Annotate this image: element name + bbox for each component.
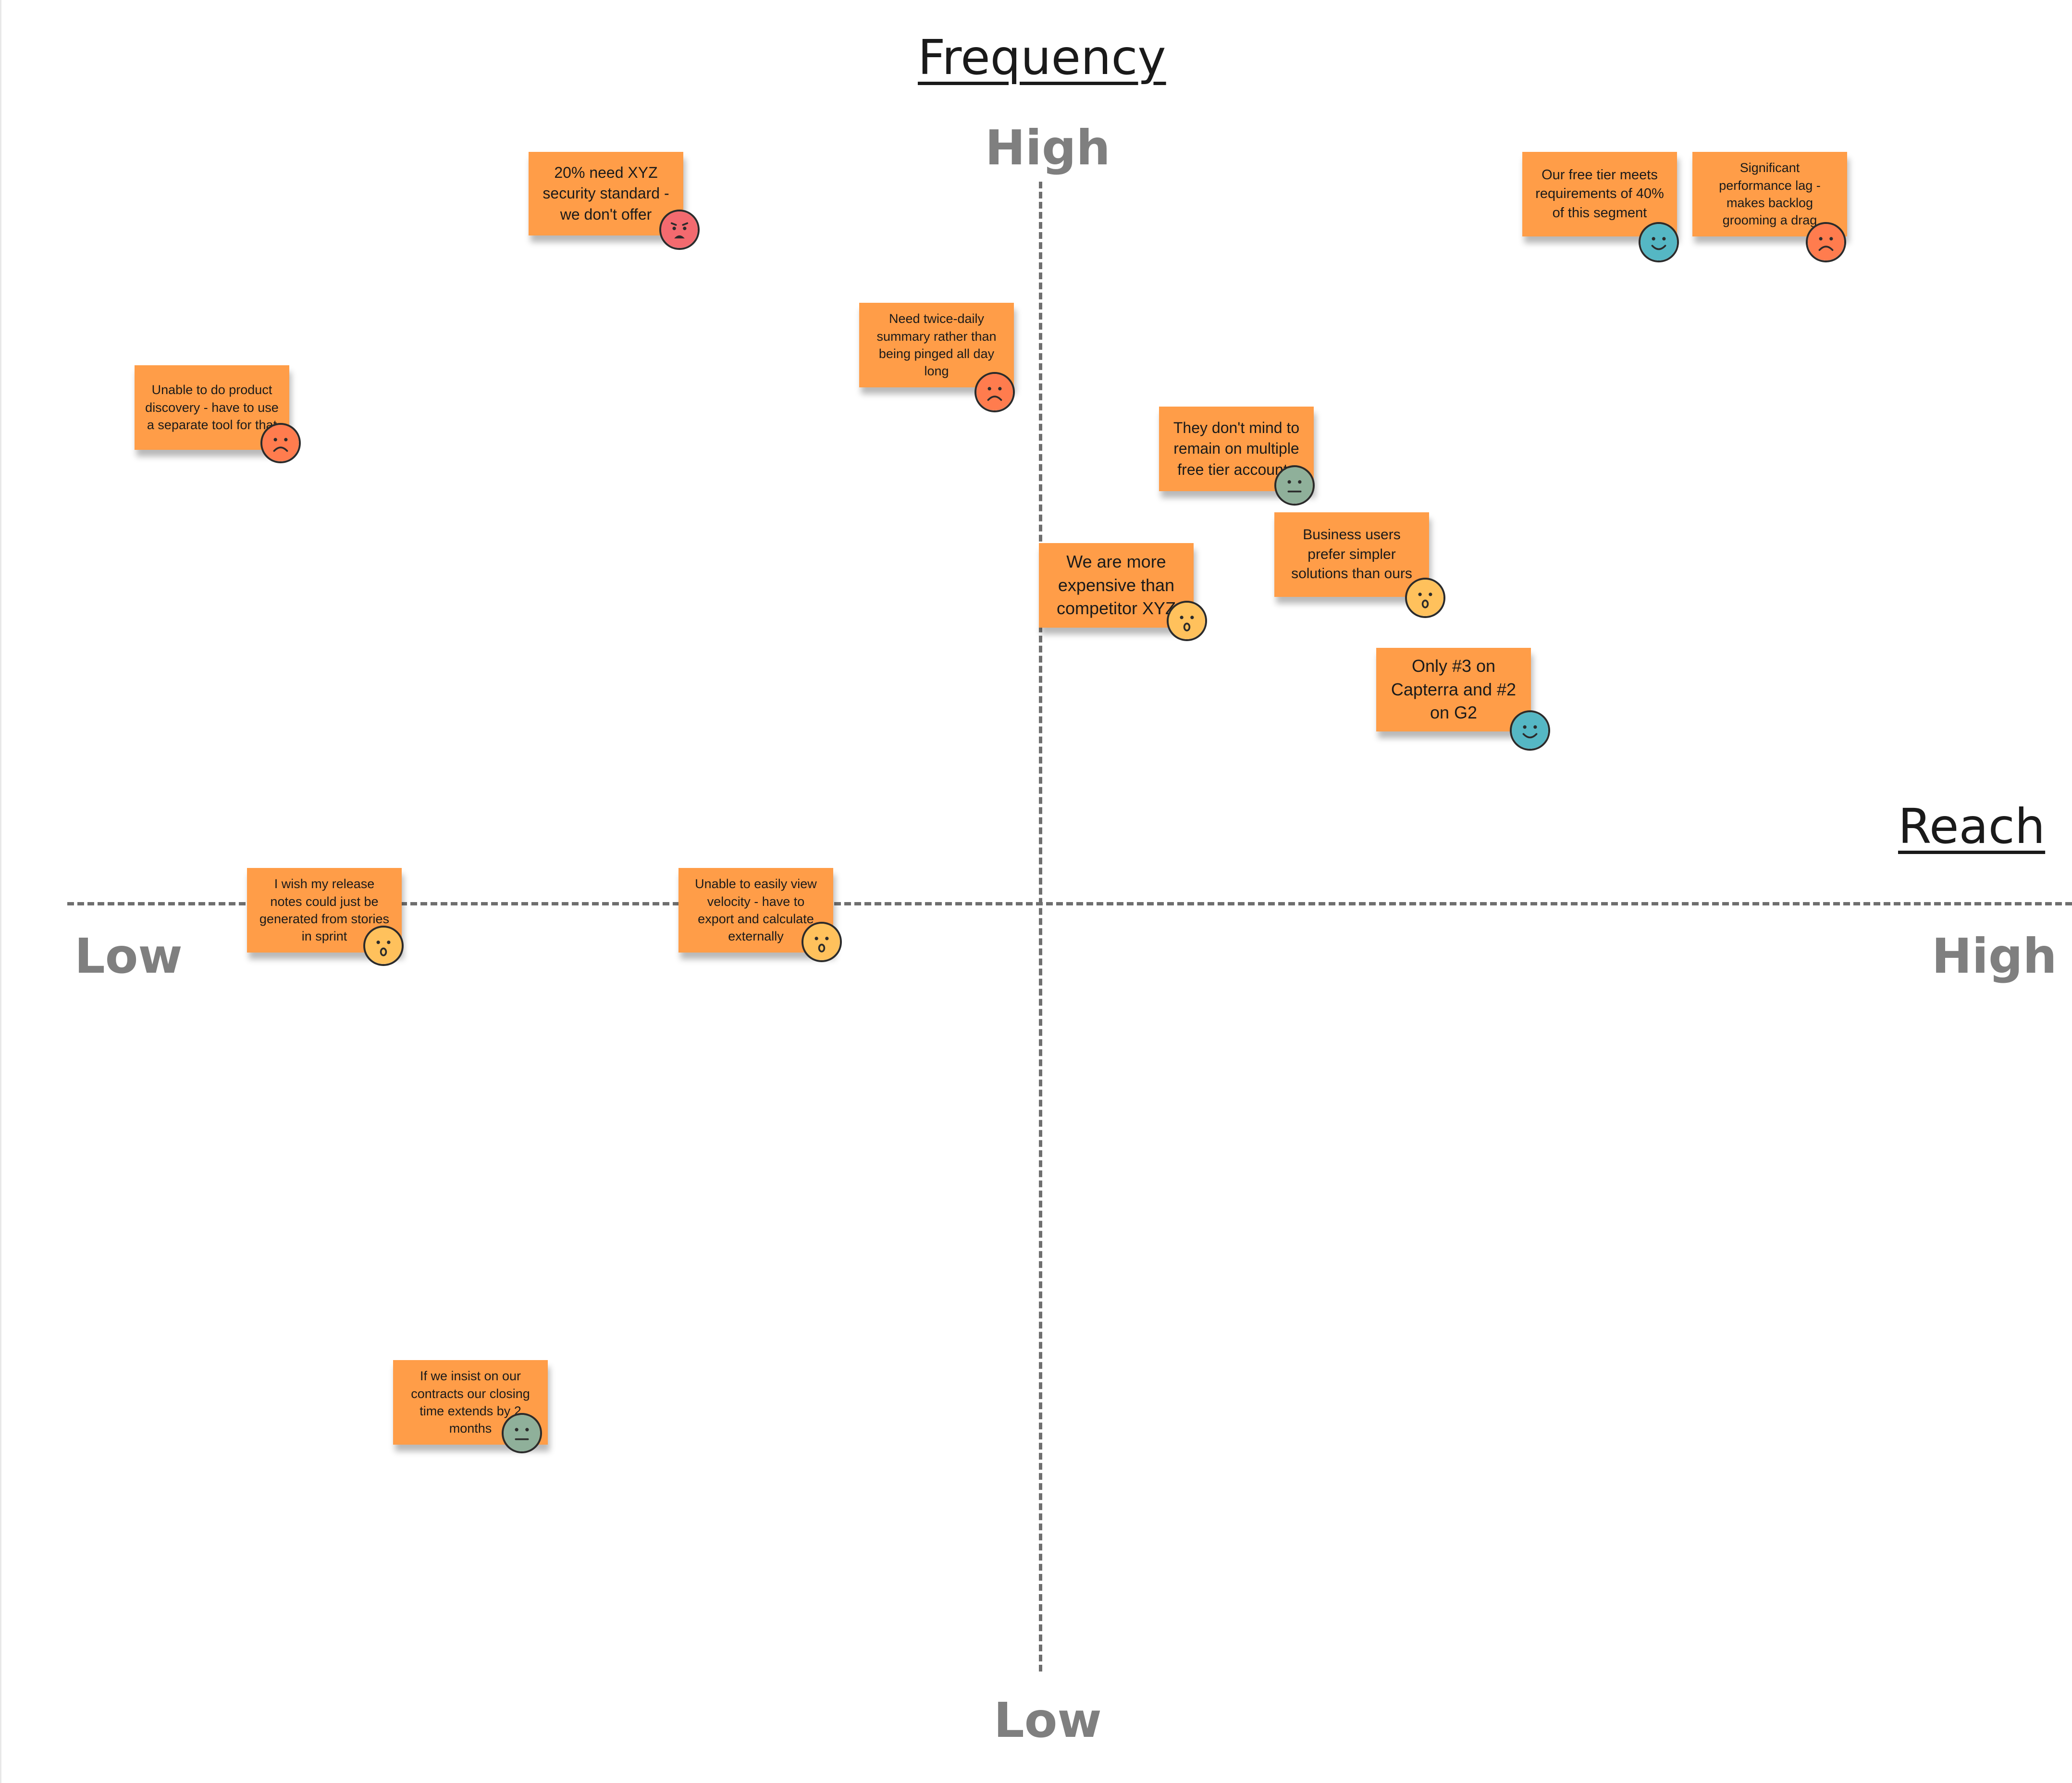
sticky-note-text: Unable to do product discovery - have to…: [145, 383, 279, 433]
reach-axis-line: [67, 902, 2072, 905]
sticky-note-text: Significant performance lag - makes back…: [1719, 161, 1821, 228]
sticky-note-text: Only #3 on Capterra and #2 on G2: [1391, 656, 1517, 723]
sticky-note[interactable]: Need twice-daily summary rather than bei…: [859, 303, 1014, 387]
neutral-face-icon: [502, 1413, 542, 1453]
sticky-note-text: Unable to easily view velocity - have to…: [695, 877, 817, 944]
frequency-axis-title: Frequency: [918, 29, 1166, 86]
sad-face-icon: [260, 423, 301, 463]
surprised-face-icon: [1405, 578, 1445, 618]
neutral-face-icon: [1274, 465, 1315, 506]
sticky-note-text: Business users prefer simpler solutions …: [1291, 527, 1412, 582]
sticky-note-text: I wish my release notes could just be ge…: [259, 877, 390, 944]
sticky-note-text: If we insist on our contracts our closin…: [411, 1369, 530, 1436]
surprised-face-icon: [363, 926, 404, 966]
sad-face-icon: [1806, 222, 1846, 262]
frequency-high-label: High: [985, 120, 1110, 176]
reach-low-label: Low: [74, 928, 183, 984]
sticky-note[interactable]: Business users prefer simpler solutions …: [1274, 512, 1429, 597]
sticky-note-text: Our free tier meets requirements of 40% …: [1535, 167, 1664, 221]
sticky-note[interactable]: Our free tier meets requirements of 40% …: [1522, 152, 1677, 236]
sticky-note[interactable]: Only #3 on Capterra and #2 on G2: [1376, 648, 1531, 731]
sticky-note[interactable]: 20% need XYZ security standard - we don'…: [529, 152, 683, 235]
happy-face-icon: [1510, 710, 1550, 751]
sticky-note-text: They don't mind to remain on multiple fr…: [1173, 419, 1300, 478]
frequency-axis-line: [1039, 182, 1042, 1672]
reach-axis-title: Reach: [1898, 798, 2046, 854]
happy-face-icon: [1639, 222, 1679, 262]
sad-face-icon: [974, 372, 1015, 412]
sticky-note-text: We are more expensive than competitor XY…: [1056, 552, 1176, 619]
very-sad-face-icon: [659, 210, 700, 250]
board-edge: [0, 0, 1, 1783]
surprised-face-icon: [1167, 601, 1207, 641]
surprised-face-icon: [802, 922, 842, 962]
frequency-low-label: Low: [994, 1692, 1102, 1748]
sticky-note-text: Need twice-daily summary rather than bei…: [876, 311, 997, 379]
sticky-note-text: 20% need XYZ security standard - we don'…: [543, 164, 669, 223]
reach-high-label: High: [1932, 928, 2057, 984]
